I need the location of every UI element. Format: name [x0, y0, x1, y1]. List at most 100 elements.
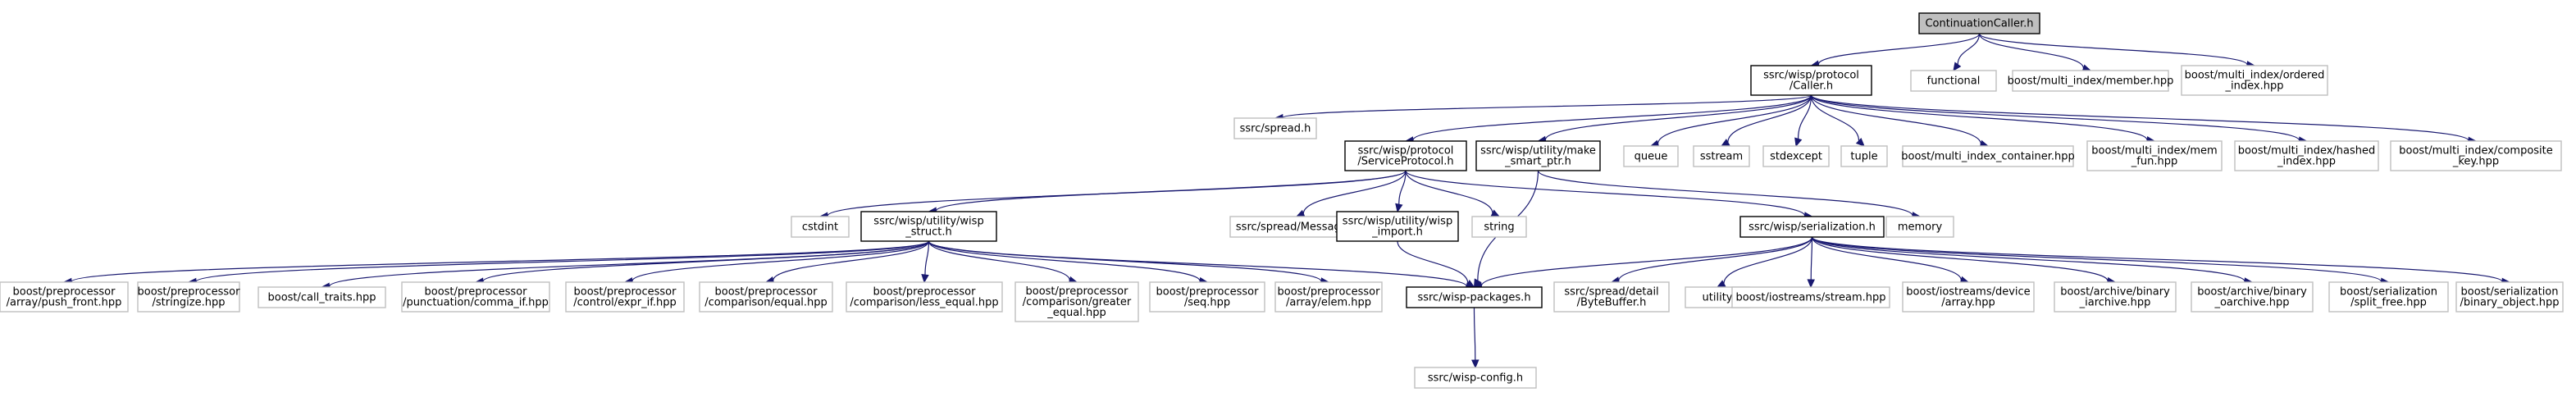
node-tuple: tuple — [1840, 145, 1888, 167]
node-label-line: ssrc/spread/Message.h — [1236, 221, 1357, 234]
node-label-line: boost/iostreams/device — [1906, 286, 2030, 299]
node-sstream: sstream — [1693, 145, 1750, 167]
node-boost-preprocessor-control-expr-if-hpp: boost/preprocessor/control/expr_if.hpp — [565, 281, 685, 313]
edge-ws-to-pp_ae — [928, 240, 1330, 285]
edge-caller-to-spread — [1274, 94, 1812, 122]
edge-line — [1810, 94, 2300, 141]
node-label-line: /array/push_front.hpp — [7, 297, 122, 309]
node-label-line: /control/expr_if.hpp — [573, 297, 677, 309]
node-label-line: boost/preprocessor — [873, 286, 977, 299]
edge-line — [1723, 236, 1813, 284]
node-boost-multi-index-container-hpp: boost/multi_index_container.hpp — [1901, 145, 2075, 167]
node-label-line: ssrc/wisp-packages.h — [1417, 292, 1530, 304]
edge-ws-to-pp_ci — [474, 240, 930, 285]
node-label-line: boost/multi_index/hashed — [2238, 145, 2376, 157]
edge-line — [1811, 236, 1962, 281]
node-label-line: boost/multi_index_container.hpp — [1901, 151, 2074, 163]
node-ssrc-wisp-packages-h[interactable]: ssrc/wisp-packages.h — [1406, 286, 1543, 308]
node-box — [1693, 145, 1750, 167]
node-label-line: boost/preprocessor — [1278, 286, 1381, 299]
node-box — [2234, 140, 2379, 171]
node-boost-iostreams-device-array-hpp: boost/iostreams/device/array.hpp — [1902, 281, 2035, 313]
node-memory: memory — [1885, 216, 1954, 238]
node-label-line: /comparison/greater — [1023, 296, 1132, 308]
edge-line — [1412, 94, 1812, 141]
node-label-line: _oarchive.hpp — [2214, 297, 2289, 309]
edge-line — [1978, 33, 2248, 66]
node-ssrc-wisp-utility-wisp-import-h[interactable]: ssrc/wisp/utility/wisp_import.h — [1336, 211, 1459, 242]
node-string: string — [1471, 216, 1527, 238]
edge-line — [1405, 170, 1493, 214]
node-label-line: /comparison/equal.hpp — [704, 297, 828, 309]
edge-line — [1811, 236, 2109, 281]
node-box — [2455, 281, 2564, 313]
node-label-line: /ServiceProtocol.h — [1357, 156, 1453, 168]
edge-caller-to-stdexcept — [1794, 94, 1812, 148]
node-label-line: boost/serialization — [2340, 286, 2437, 299]
node-box — [2181, 65, 2328, 96]
node-label-line: memory — [1898, 221, 1943, 234]
edge-cc-to-functional — [1953, 33, 1981, 72]
node-box — [1553, 281, 1670, 313]
edge-ser-to-sf — [1811, 236, 2390, 286]
node-label-line: _smart_ptr.h — [1504, 156, 1571, 168]
node-box — [1750, 65, 1872, 96]
node-box — [137, 281, 240, 313]
node-label-line: boost/multi_index/composite — [2399, 145, 2553, 157]
node-label-line: boost/preprocessor — [13, 286, 116, 299]
edge-line — [1810, 94, 2469, 141]
edge-msp-to-memory — [1537, 170, 1922, 220]
node-ssrc-wisp-protocol-caller-h[interactable]: ssrc/wisp/protocol/Caller.h — [1750, 65, 1872, 96]
edge-ser-to-bia — [1811, 236, 2117, 285]
node-box — [1902, 145, 2074, 167]
node-ssrc-wisp-utility-make-smart-ptr-h[interactable]: ssrc/wisp/utility/make_smart_ptr.h — [1475, 140, 1601, 171]
edge-layer — [62, 33, 2511, 369]
edge-caller-to-queue — [1649, 94, 1812, 148]
node-label-line: boost/call_traits.hpp — [267, 292, 376, 304]
node-box — [1336, 211, 1459, 242]
node-label-line: boost/archive/binary — [2197, 286, 2307, 299]
edge-line — [773, 240, 930, 281]
edge-line — [1727, 94, 1812, 143]
node-ssrc-wisp-utility-wisp-struct-h[interactable]: ssrc/wisp/utility/wisp_struct.h — [860, 211, 997, 242]
node-label-line: boost/preprocessor — [1026, 285, 1129, 298]
node-label-line: queue — [1635, 151, 1668, 163]
node-label-line: boost/preprocessor — [425, 286, 528, 299]
node-ssrc-wisp-protocol-serviceprotocol-h[interactable]: ssrc/wisp/protocol/ServiceProtocol.h — [1344, 140, 1467, 171]
edge-ser-to-boa — [1811, 236, 2254, 285]
node-layer: ContinuationCaller.h ssrc/wisp/protocol/C… — [0, 12, 2564, 389]
node-boost-preprocessor-array-elem-hpp: boost/preprocessor/array/elem.hpp — [1274, 281, 1383, 313]
node-label-line: boost/multi_index/mem — [2091, 145, 2217, 157]
node-box — [1414, 367, 1537, 389]
edge-caller-to-tuple — [1810, 94, 1865, 147]
edge-arrowhead — [1471, 359, 1479, 369]
node-box — [2086, 140, 2223, 171]
node-box — [401, 281, 550, 313]
edge-wi-to-wp — [1397, 240, 1475, 288]
edge-ser-to-wp — [1473, 236, 1813, 290]
node-queue: queue — [1623, 145, 1679, 167]
node-label-line: /Caller.h — [1790, 80, 1833, 93]
node-label-line: _fun.hpp — [2131, 156, 2177, 168]
node-label-line: /array/elem.hpp — [1286, 297, 1371, 309]
edge-line — [1810, 94, 2148, 141]
node-box — [1344, 140, 1467, 171]
node-ssrc-wisp-serialization-h[interactable]: ssrc/wisp/serialization.h — [1739, 216, 1885, 238]
node-boost-multi-index-composite-key-hpp: boost/multi_index/composite_key.hpp — [2390, 140, 2562, 171]
node-box — [1475, 140, 1601, 171]
node-label-line: sstream — [1700, 151, 1743, 163]
node-continuationcaller-h[interactable]: ContinuationCaller.h — [1918, 12, 2040, 34]
node-label-line: ssrc/wisp-config.h — [1428, 372, 1523, 385]
edge-sp-to-wi — [1395, 170, 1407, 213]
node-label-line: /stringize.hpp — [152, 297, 225, 309]
node-label-line: /ByteBuffer.h — [1577, 297, 1647, 309]
node-label-line: _equal.hpp — [1046, 307, 1106, 319]
edge-line — [1810, 236, 1813, 281]
edge-line — [1811, 236, 2382, 282]
edge-ser-to-bb — [1610, 236, 1813, 285]
edge-caller-to-sp — [1404, 94, 1812, 144]
node-label-line: boost/preprocessor — [715, 286, 818, 299]
node-label-line: /split_free.hpp — [2350, 297, 2427, 309]
edge-line — [1405, 170, 1806, 217]
node-box — [1406, 286, 1543, 308]
